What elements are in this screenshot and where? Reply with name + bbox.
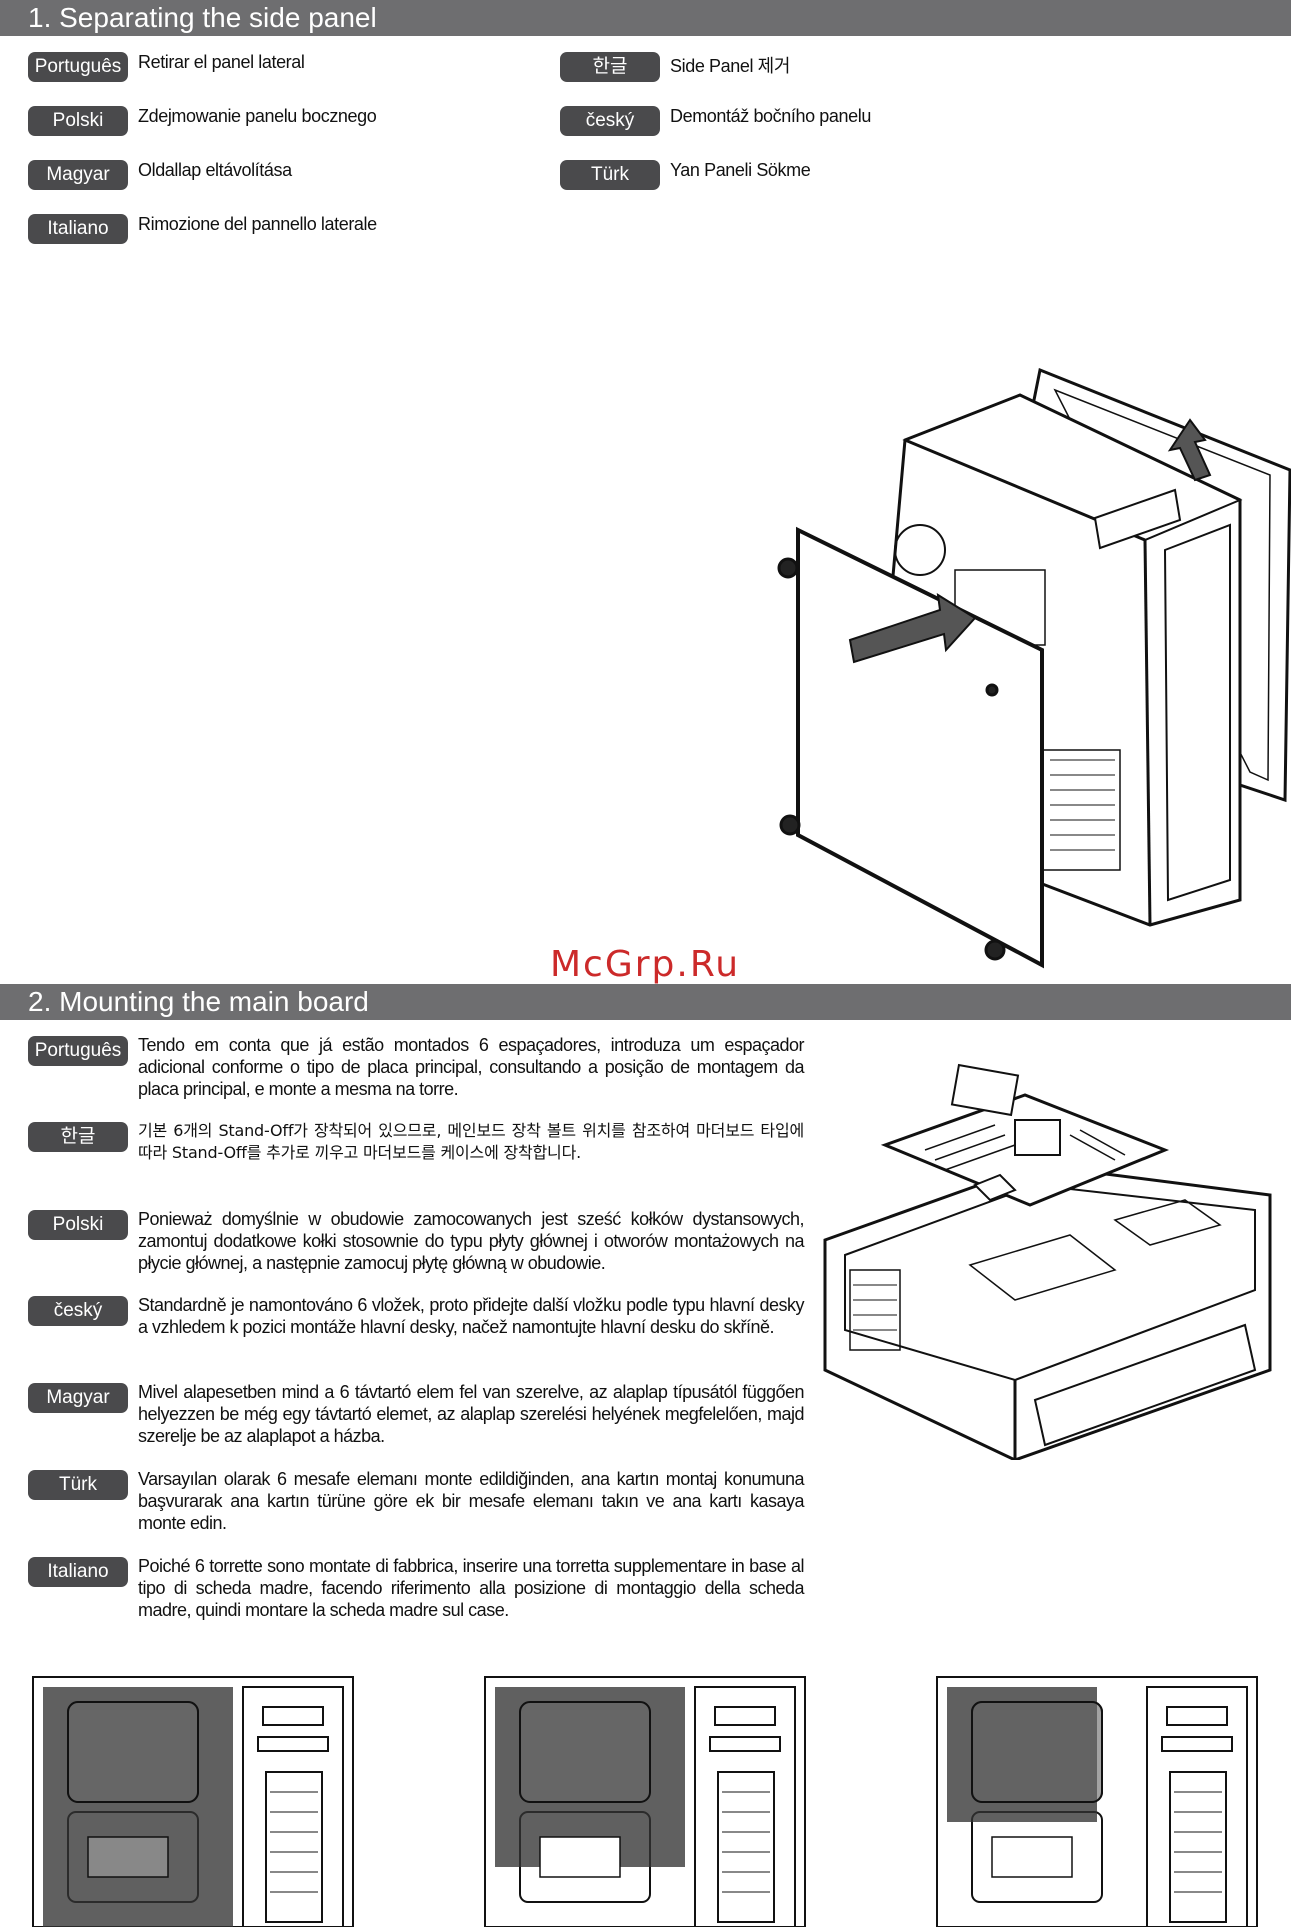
item-text-portugues: Retirar el panel lateral (138, 52, 305, 72)
para-magyar: Mivel alapesetben mind a 6 távtartó elem… (138, 1382, 805, 1446)
para-italiano: Poiché 6 torrette sono montate di fabbri… (138, 1556, 805, 1620)
para-turk: Varsayılan olarak 6 mesafe elemanı monte… (138, 1469, 805, 1533)
item-text-korean: Side Panel 제거 (670, 56, 790, 76)
lang-badge-italiano-2: Italiano (28, 1557, 128, 1587)
lang-badge-polski-2: Polski (28, 1210, 128, 1240)
lang-badge-polski: Polski (28, 106, 128, 136)
lang-badge-cesky-2: český (28, 1296, 128, 1326)
board-position-diagram-3 (936, 1676, 1258, 1927)
item-text-magyar: Oldallap eltávolítása (138, 160, 292, 180)
section-2-title: 2. Mounting the main board (0, 984, 1291, 1020)
para-polski: Ponieważ domyślnie w obudowie zamocowany… (138, 1209, 805, 1273)
lang-badge-cesky: český (560, 106, 660, 136)
item-text-turk: Yan Paneli Sökme (670, 160, 811, 180)
lang-badge-turk-2: Türk (28, 1470, 128, 1500)
item-text-italiano: Rimozione del pannello laterale (138, 214, 377, 234)
board-position-diagram-1 (32, 1676, 354, 1927)
item-text-polski: Zdejmowanie panelu bocznego (138, 106, 377, 126)
lang-badge-korean: 한글 (560, 52, 660, 82)
section-1-title: 1. Separating the side panel (0, 0, 1291, 36)
board-position-diagram-2 (484, 1676, 806, 1927)
para-cesky: Standardně je namontováno 6 vložek, prot… (138, 1295, 805, 1337)
para-korean: 기본 6개의 Stand-Off가 장착되어 있으므로, 메인보드 장착 볼트 … (138, 1121, 804, 1162)
mainboard-mounting-illustration (823, 1063, 1272, 1460)
side-panel-removal-illustration (777, 367, 1291, 969)
watermark: McGrp.Ru (550, 944, 741, 985)
para-portugues: Tendo em conta que já estão montados 6 e… (138, 1035, 805, 1099)
lang-badge-italiano: Italiano (28, 214, 128, 244)
lang-badge-magyar: Magyar (28, 160, 128, 190)
lang-badge-turk: Türk (560, 160, 660, 190)
item-text-cesky: Demontáž bočního panelu (670, 106, 871, 126)
lang-badge-portugues: Português (28, 52, 128, 82)
lang-badge-portugues-2: Português (28, 1036, 128, 1066)
lang-badge-magyar-2: Magyar (28, 1383, 128, 1413)
lang-badge-korean-2: 한글 (28, 1122, 128, 1152)
